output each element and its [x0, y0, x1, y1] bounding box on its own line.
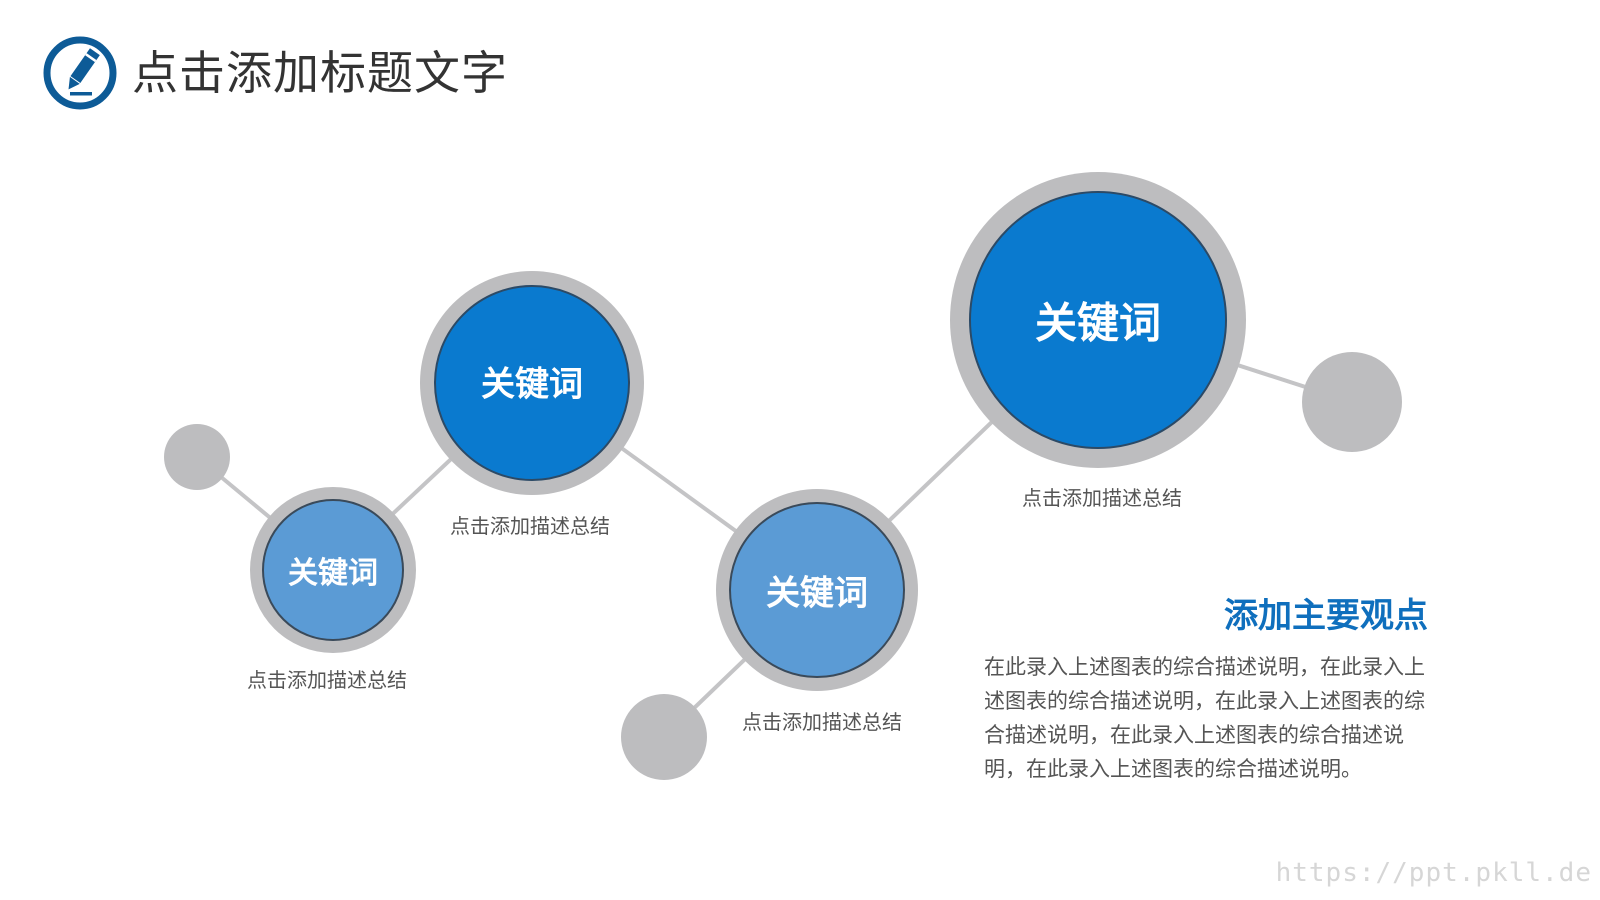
node-d-label[interactable]: 关键词: [1034, 298, 1162, 348]
pencil-circle-icon: [43, 36, 117, 110]
grey-dot-1: [164, 424, 230, 490]
node-a-label[interactable]: 关键词: [288, 556, 378, 591]
watermark: https://ppt.pkll.de: [1275, 858, 1592, 888]
node-b-caption[interactable]: 点击添加描述总结: [450, 514, 610, 538]
node-a-circle: [262, 499, 404, 641]
node-a-caption[interactable]: 点击添加描述总结: [247, 668, 407, 692]
node-b-label[interactable]: 关键词: [481, 364, 583, 405]
node-d-caption[interactable]: 点击添加描述总结: [1022, 486, 1182, 510]
main-point-heading[interactable]: 添加主要观点: [1224, 596, 1428, 636]
page-title[interactable]: 点击添加标题文字: [132, 46, 508, 100]
node-d-circle: [969, 191, 1227, 449]
node-c-circle: [729, 502, 905, 678]
node-b-circle: [434, 285, 630, 481]
main-point-body[interactable]: 在此录入上述图表的综合描述说明，在此录入上述图表的综合描述说明，在此录入上述图表…: [984, 655, 1425, 781]
node-c-label[interactable]: 关键词: [766, 573, 868, 614]
grey-dot-2: [621, 694, 707, 780]
node-c-caption[interactable]: 点击添加描述总结: [742, 710, 902, 734]
grey-dot-3: [1302, 352, 1402, 452]
